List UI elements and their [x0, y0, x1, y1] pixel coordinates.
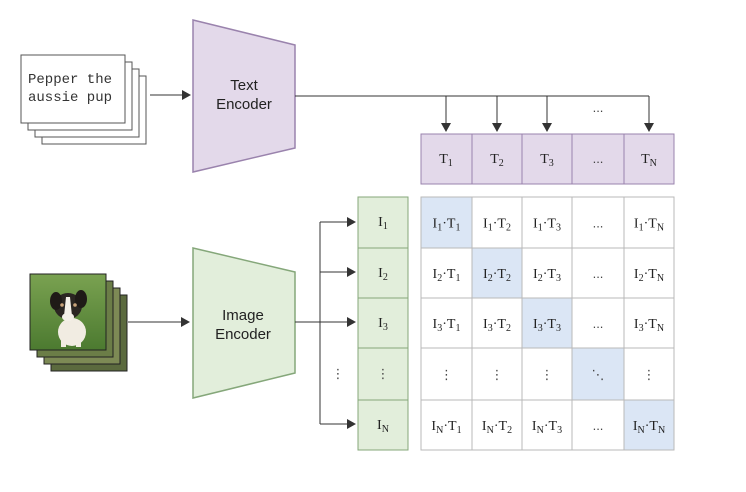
matrix-cell — [623, 247, 675, 299]
text-embedding-ellipsis: ... — [593, 151, 604, 166]
matrix-cell-label: IN·T1 — [431, 419, 461, 436]
image-encoder-label-2: Encoder — [215, 326, 271, 343]
matrix-cell-vertical-ellipsis: ⋮ — [541, 367, 554, 382]
text-encoder-label-1: Text — [230, 77, 258, 94]
matrix-cell — [420, 399, 473, 451]
matrix-cell-label: I3·T2 — [483, 317, 511, 334]
image-encoder: Image Encoder — [192, 247, 296, 399]
text-embeddings: T1 T2 T3 ... TN — [420, 133, 675, 185]
text-encoder: Text Encoder — [192, 19, 296, 173]
matrix-cell-horizontal-ellipsis: ... — [593, 418, 604, 433]
matrix-cell-label: IN·T3 — [532, 419, 562, 436]
image-fanout-arrows: ⋮ — [295, 217, 356, 429]
image-fanout-ellipsis: ⋮ — [332, 366, 345, 381]
matrix-cell — [471, 347, 523, 401]
image-embedding-i2: I2 — [378, 266, 388, 283]
matrix-cell — [571, 297, 625, 349]
matrix-cell-label: IN·TN — [633, 419, 665, 436]
text-embedding-t3: T3 — [540, 152, 554, 169]
text-embedding-tn: TN — [641, 152, 657, 169]
image-embedding-in: IN — [377, 418, 389, 435]
matrix-cell-label: I2·TN — [634, 267, 664, 284]
text-input-line-1: Pepper the — [28, 72, 112, 88]
matrix-cell-vertical-ellipsis: ⋮ — [440, 367, 453, 382]
matrix-cell-label: I1·T1 — [433, 217, 461, 234]
matrix-cell-label: I1·TN — [634, 217, 664, 234]
matrix-cell — [623, 196, 675, 249]
matrix-cell-label: I1·T3 — [533, 217, 561, 234]
text-fanout-ellipsis: ... — [593, 100, 604, 115]
matrix-cell-horizontal-ellipsis: ... — [593, 316, 604, 331]
image-embedding-ellipsis: ⋮ — [377, 366, 390, 381]
matrix-cell-label: I3·TN — [634, 317, 664, 334]
matrix-cell-diagonal-ellipsis: ⋱ — [592, 367, 605, 382]
matrix-cell — [521, 196, 573, 249]
matrix-cell-label: I3·T1 — [433, 317, 461, 334]
image-embedding-i1: I1 — [378, 215, 388, 232]
matrix-cell — [521, 347, 573, 401]
matrix-cell — [623, 297, 675, 349]
matrix-cell — [571, 399, 625, 451]
matrix-cell-label: I2·T2 — [483, 267, 511, 284]
matrix-cell — [571, 196, 625, 249]
matrix-cell-horizontal-ellipsis: ... — [593, 266, 604, 281]
dog-photo — [29, 273, 107, 351]
matrix-cell-vertical-ellipsis: ⋮ — [491, 367, 504, 382]
text-embedding-t2: T2 — [490, 152, 504, 169]
matrix-cell-label: I2·T1 — [433, 267, 461, 284]
matrix-cell-label: IN·T2 — [482, 419, 512, 436]
text-embedding-t1: T1 — [439, 152, 453, 169]
matrix-cell-label: I1·T2 — [483, 217, 511, 234]
image-encoder-label-1: Image — [222, 307, 264, 324]
matrix-cell — [571, 247, 625, 299]
text-encoder-label-2: Encoder — [216, 96, 272, 113]
matrix-cell — [471, 297, 523, 349]
image-input-stack — [29, 273, 128, 372]
similarity-matrix: I1·T1 I1·T2 I1·T3... I1·TN I2·T1 I2·T2 I2·T3..… — [420, 196, 675, 451]
text-input-stack: Pepper the aussie pup — [20, 54, 147, 145]
matrix-cell-label: I3·T3 — [533, 317, 561, 334]
text-fanout-arrows: ... — [295, 95, 654, 132]
matrix-cell — [521, 399, 573, 451]
matrix-cell — [420, 196, 473, 249]
matrix-cell — [623, 399, 675, 451]
matrix-cell-vertical-ellipsis: ⋮ — [643, 367, 656, 382]
matrix-cell — [623, 347, 675, 401]
matrix-cell-horizontal-ellipsis: ... — [593, 216, 604, 231]
matrix-cell — [571, 347, 625, 401]
text-input-line-2: aussie pup — [28, 90, 112, 106]
image-embeddings: I1 I2 I3 ⋮ IN — [357, 196, 409, 451]
matrix-cell-label: I2·T3 — [533, 267, 561, 284]
image-embedding-i3: I3 — [378, 316, 388, 333]
